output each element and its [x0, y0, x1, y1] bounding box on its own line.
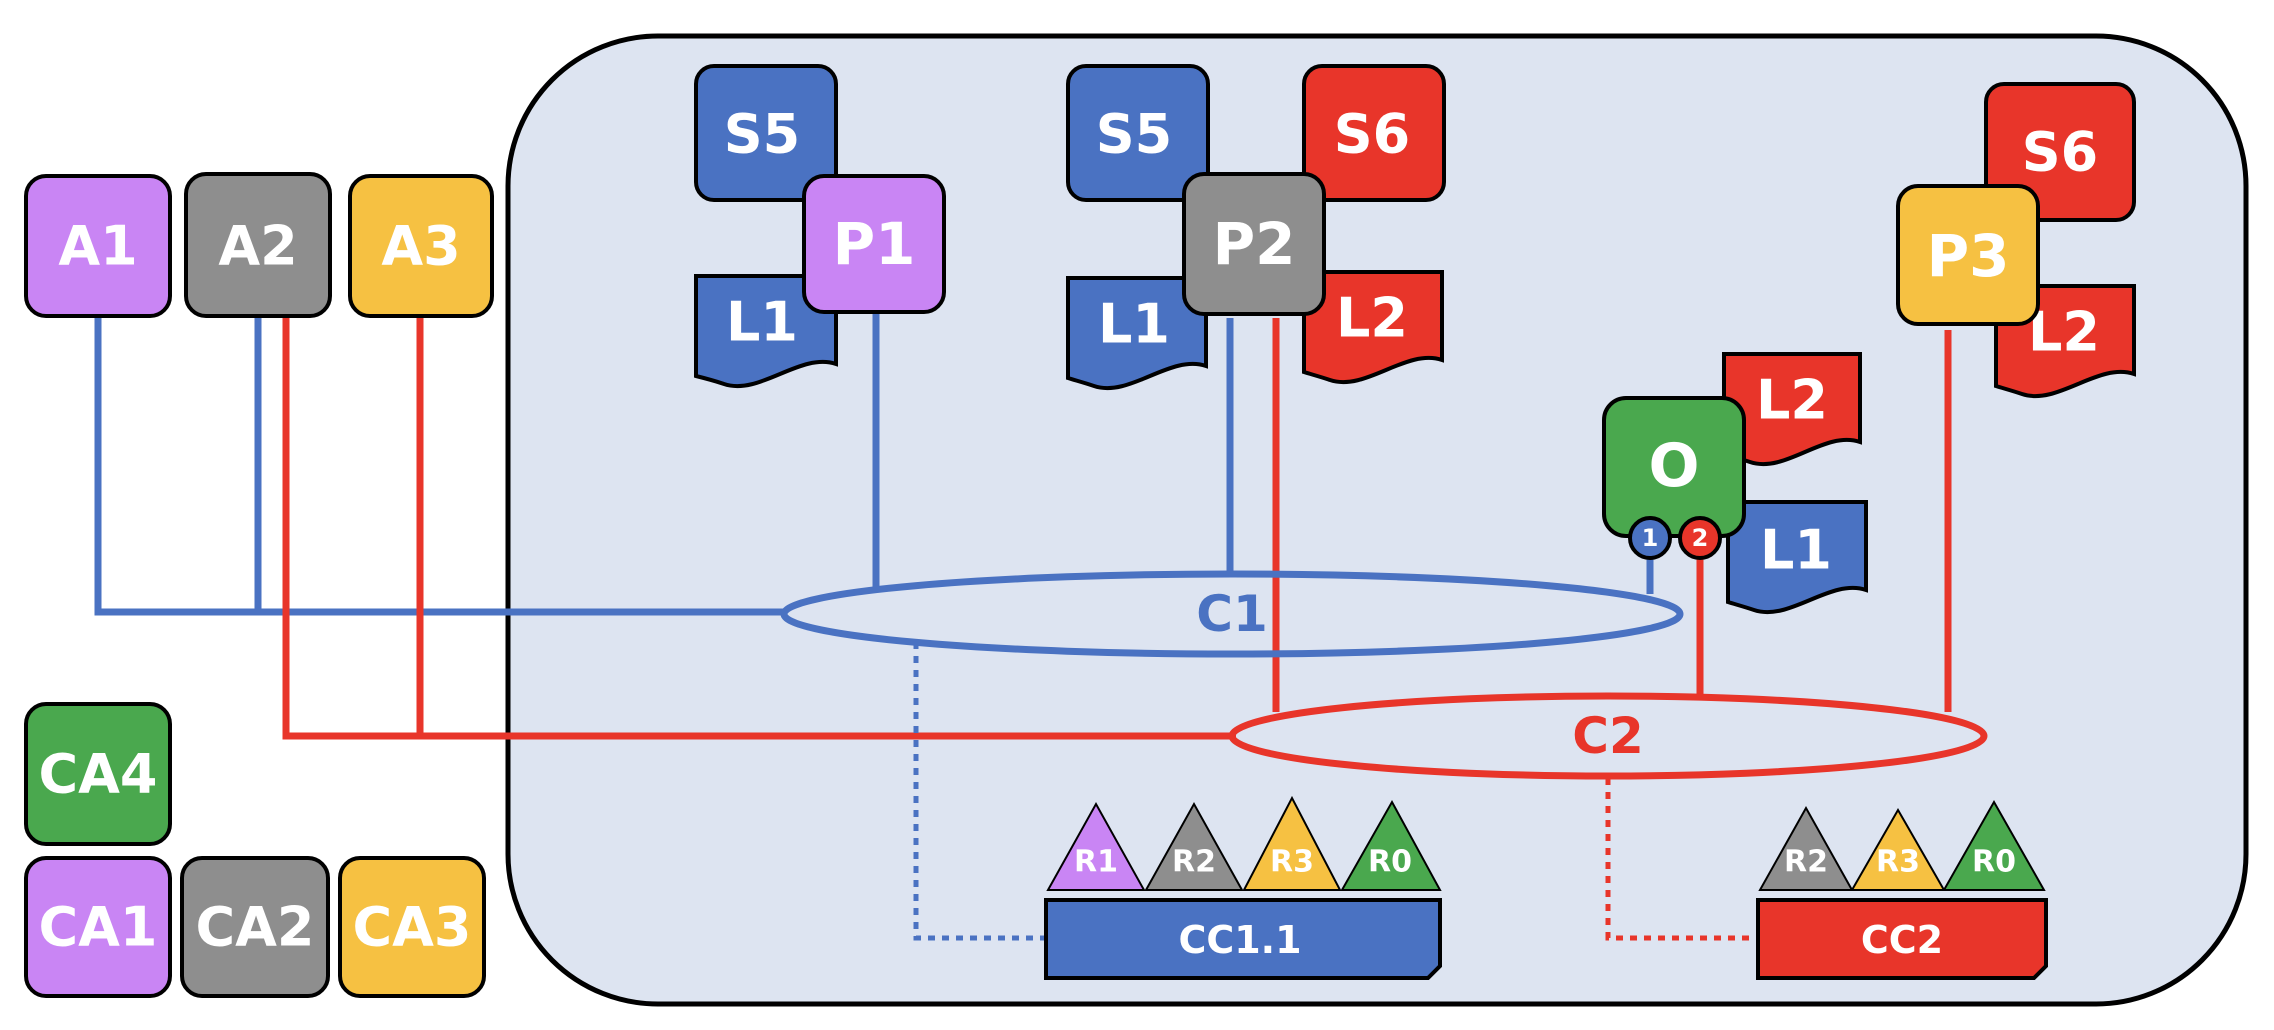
peer-p3-label: P3 [1927, 222, 2010, 290]
peer-p1-group: S5 L1 P1 [694, 64, 946, 388]
p2-smart-contract-s6 [1302, 64, 1446, 202]
peer-p3 [1896, 184, 2040, 326]
channel-c1: C1 [780, 570, 1684, 658]
cc1-role-r0 [1340, 799, 1442, 891]
ca-ca3-label: CA3 [353, 896, 472, 959]
c1-config-link [913, 642, 1046, 941]
cc2-role-r3-label: R3 [1876, 845, 1920, 880]
p3-l2-label: L2 [2028, 301, 2100, 364]
ca-ca1-label: CA1 [39, 896, 158, 959]
peer-p3-group: S6 L2 P3 [1896, 82, 2136, 398]
cc1-label: CC1.1 [1178, 918, 1301, 962]
cc1-role-r3 [1242, 795, 1342, 891]
cc2-document [1756, 898, 2048, 980]
cc2-role-r3 [1850, 807, 1946, 891]
peer-p2 [1182, 172, 1326, 316]
ca-ca2 [180, 856, 330, 998]
org-a1-label: A1 [58, 215, 137, 278]
orderer-group: L2 L1 O 1 2 [1602, 352, 1868, 614]
cc2-role-r2 [1758, 805, 1854, 891]
c2-link-a2 [282, 318, 1236, 740]
p2-ledger-l2 [1302, 270, 1444, 384]
cc2-role-r2-label: R2 [1784, 845, 1828, 880]
peer-p1 [802, 174, 946, 314]
p1-ledger-l1 [694, 274, 838, 388]
cc1-document [1044, 898, 1442, 980]
org-a2 [184, 172, 332, 318]
peer-p2-label: P2 [1213, 210, 1296, 278]
cc2-label: CC2 [1861, 918, 1943, 962]
ca-ca1 [24, 856, 172, 998]
p1-smart-contract-s5 [694, 64, 838, 202]
c1-connections [94, 312, 1654, 616]
org-a3-label: A3 [381, 215, 460, 278]
ca-ca4 [24, 702, 172, 846]
orderer-ledger-l1 [1726, 500, 1868, 614]
channel-c2: C2 [1228, 692, 1988, 780]
ca-ca2-label: CA2 [196, 896, 315, 959]
org-a3 [348, 174, 494, 318]
cc1-role-r0-label: R0 [1368, 845, 1412, 880]
config-cc1: R1 R2 R3 R0 CC1.1 [1044, 795, 1442, 980]
orderer-port-2 [1678, 516, 1722, 560]
p1-l1-label: L1 [726, 291, 798, 354]
cc1-role-r2-label: R2 [1172, 845, 1216, 880]
peer-p1-label: P1 [833, 210, 916, 278]
c2-config-link [1605, 778, 1758, 941]
p2-s5-label: S5 [1096, 103, 1172, 166]
org-a2-label: A2 [218, 215, 297, 278]
orderer-node [1602, 396, 1746, 538]
orderer-l1-label: L1 [1760, 519, 1832, 582]
ca-ca4-label: CA4 [39, 743, 158, 806]
orderer-label: O [1648, 431, 1699, 501]
p2-ledger-l1 [1066, 276, 1208, 390]
cc2-role-r0-label: R0 [1972, 845, 2016, 880]
c2-connections [282, 318, 1952, 740]
cc1-role-r1 [1046, 801, 1146, 891]
channel-c1-ring [780, 570, 1684, 658]
orderer-port-1 [1628, 516, 1672, 560]
outside-orgs: A1 A2 A3 CA4 CA1 CA2 CA3 [24, 172, 494, 998]
orderer-port-2-label: 2 [1692, 524, 1709, 552]
config-cc2: R2 R3 R0 CC2 [1756, 799, 2048, 980]
org-a1 [24, 174, 172, 318]
channel-c2-label: C2 [1572, 707, 1643, 765]
p2-l2-label: L2 [1336, 287, 1408, 350]
cc2-role-r0 [1942, 799, 2046, 891]
p2-smart-contract-s5 [1066, 64, 1210, 202]
p1-s5-label: S5 [724, 103, 800, 166]
p2-l1-label: L1 [1098, 293, 1170, 356]
peer-p2-group: S5 S6 L1 L2 P2 [1066, 64, 1446, 390]
cc1-role-r2 [1144, 801, 1244, 891]
orderer-port-1-label: 1 [1642, 524, 1659, 552]
cc1-role-r1-label: R1 [1074, 845, 1118, 880]
p2-s6-label: S6 [1334, 103, 1410, 166]
orderer-l2-label: L2 [1756, 369, 1828, 432]
channel-c1-label: C1 [1196, 585, 1267, 643]
ca-ca3 [338, 856, 486, 998]
channel-c2-ring [1228, 692, 1988, 780]
c1-link-a1 [94, 318, 786, 616]
cc1-role-r3-label: R3 [1270, 845, 1314, 880]
p3-s6-label: S6 [2022, 121, 2098, 184]
